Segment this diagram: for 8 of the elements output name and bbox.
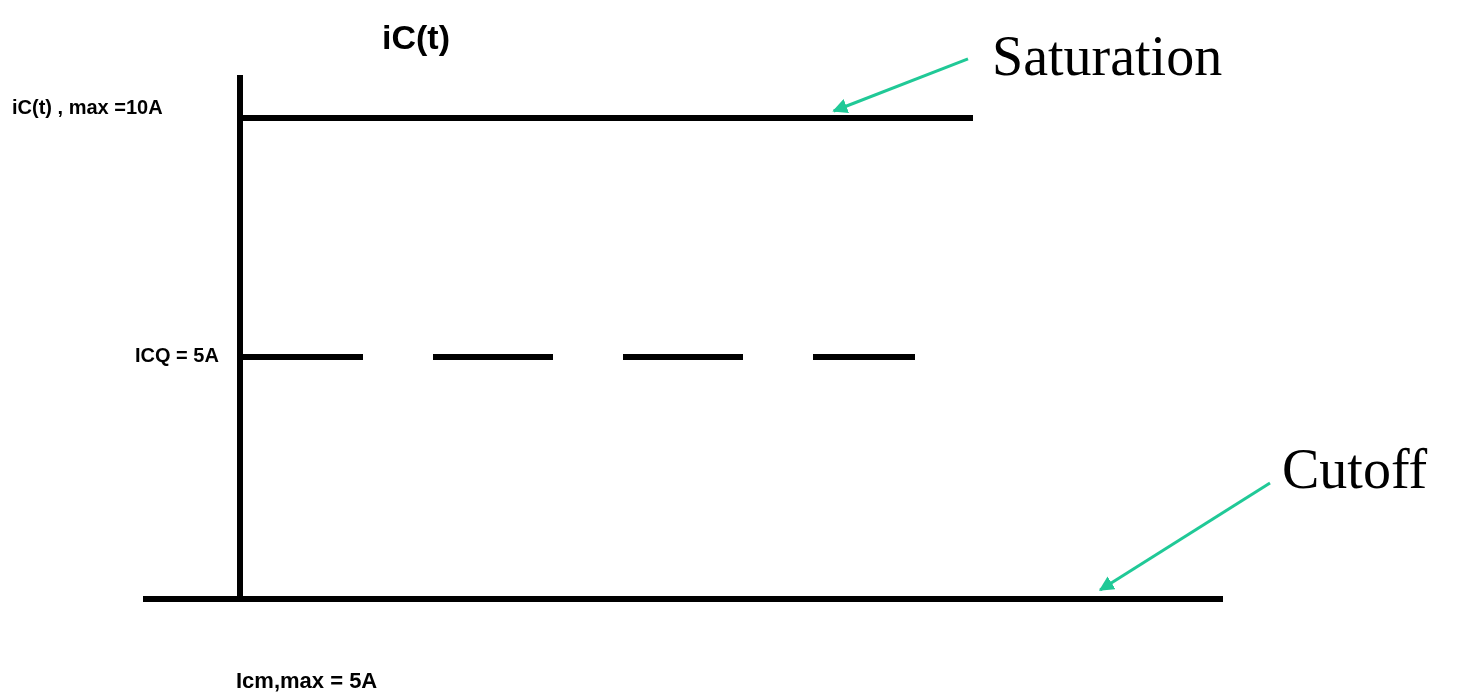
leader-line <box>1098 481 1271 592</box>
axis-value-label: ICQ = 5A <box>135 344 219 367</box>
leader-line <box>832 57 969 114</box>
axis-title: iC(t) <box>382 18 450 57</box>
axis-value-label: Icm,max = 5A <box>236 668 378 694</box>
state-label: Cutoff <box>1282 441 1428 497</box>
axis-value-label: iC(t) , max =10A <box>12 96 163 119</box>
state-label: Saturation <box>992 28 1223 84</box>
